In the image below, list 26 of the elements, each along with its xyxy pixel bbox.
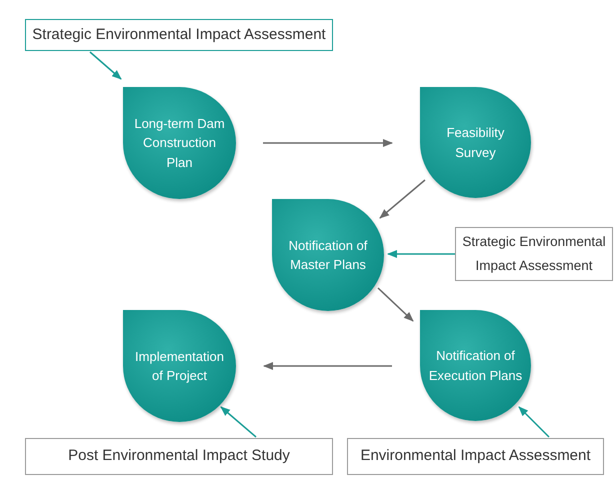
arrow — [387, 250, 455, 258]
assessment-label: Strategic Environmental Impact Assessment — [32, 24, 326, 45]
assessment-label: Strategic Environmental Impact Assessment — [462, 233, 606, 275]
assessment-box — [455, 227, 613, 281]
assessment-box — [347, 438, 604, 475]
assessment-box — [25, 438, 333, 475]
process-drop — [420, 87, 531, 198]
arrow — [90, 51, 122, 80]
step-label: Implementation of Project — [134, 348, 225, 385]
assessment-box — [25, 19, 333, 51]
arrow — [379, 179, 426, 219]
process-drop — [272, 199, 384, 311]
step-label: Feasibility Survey — [446, 124, 506, 162]
arrow — [377, 287, 414, 322]
step-label: Long-term Dam Construction Plan — [133, 114, 226, 172]
arrow — [263, 139, 393, 147]
assessment-label: Environmental Impact Assessment — [360, 446, 591, 466]
process-drop — [123, 87, 236, 199]
step-label: Notification of Execution Plans — [428, 347, 523, 384]
process-drop — [123, 310, 236, 422]
process-drop — [420, 310, 531, 421]
assessment-label: Post Environmental Impact Study — [68, 446, 290, 466]
arrow — [220, 406, 256, 438]
step-label: Notification of Master Plans — [288, 236, 368, 274]
arrow — [263, 362, 392, 370]
arrow — [518, 406, 550, 438]
